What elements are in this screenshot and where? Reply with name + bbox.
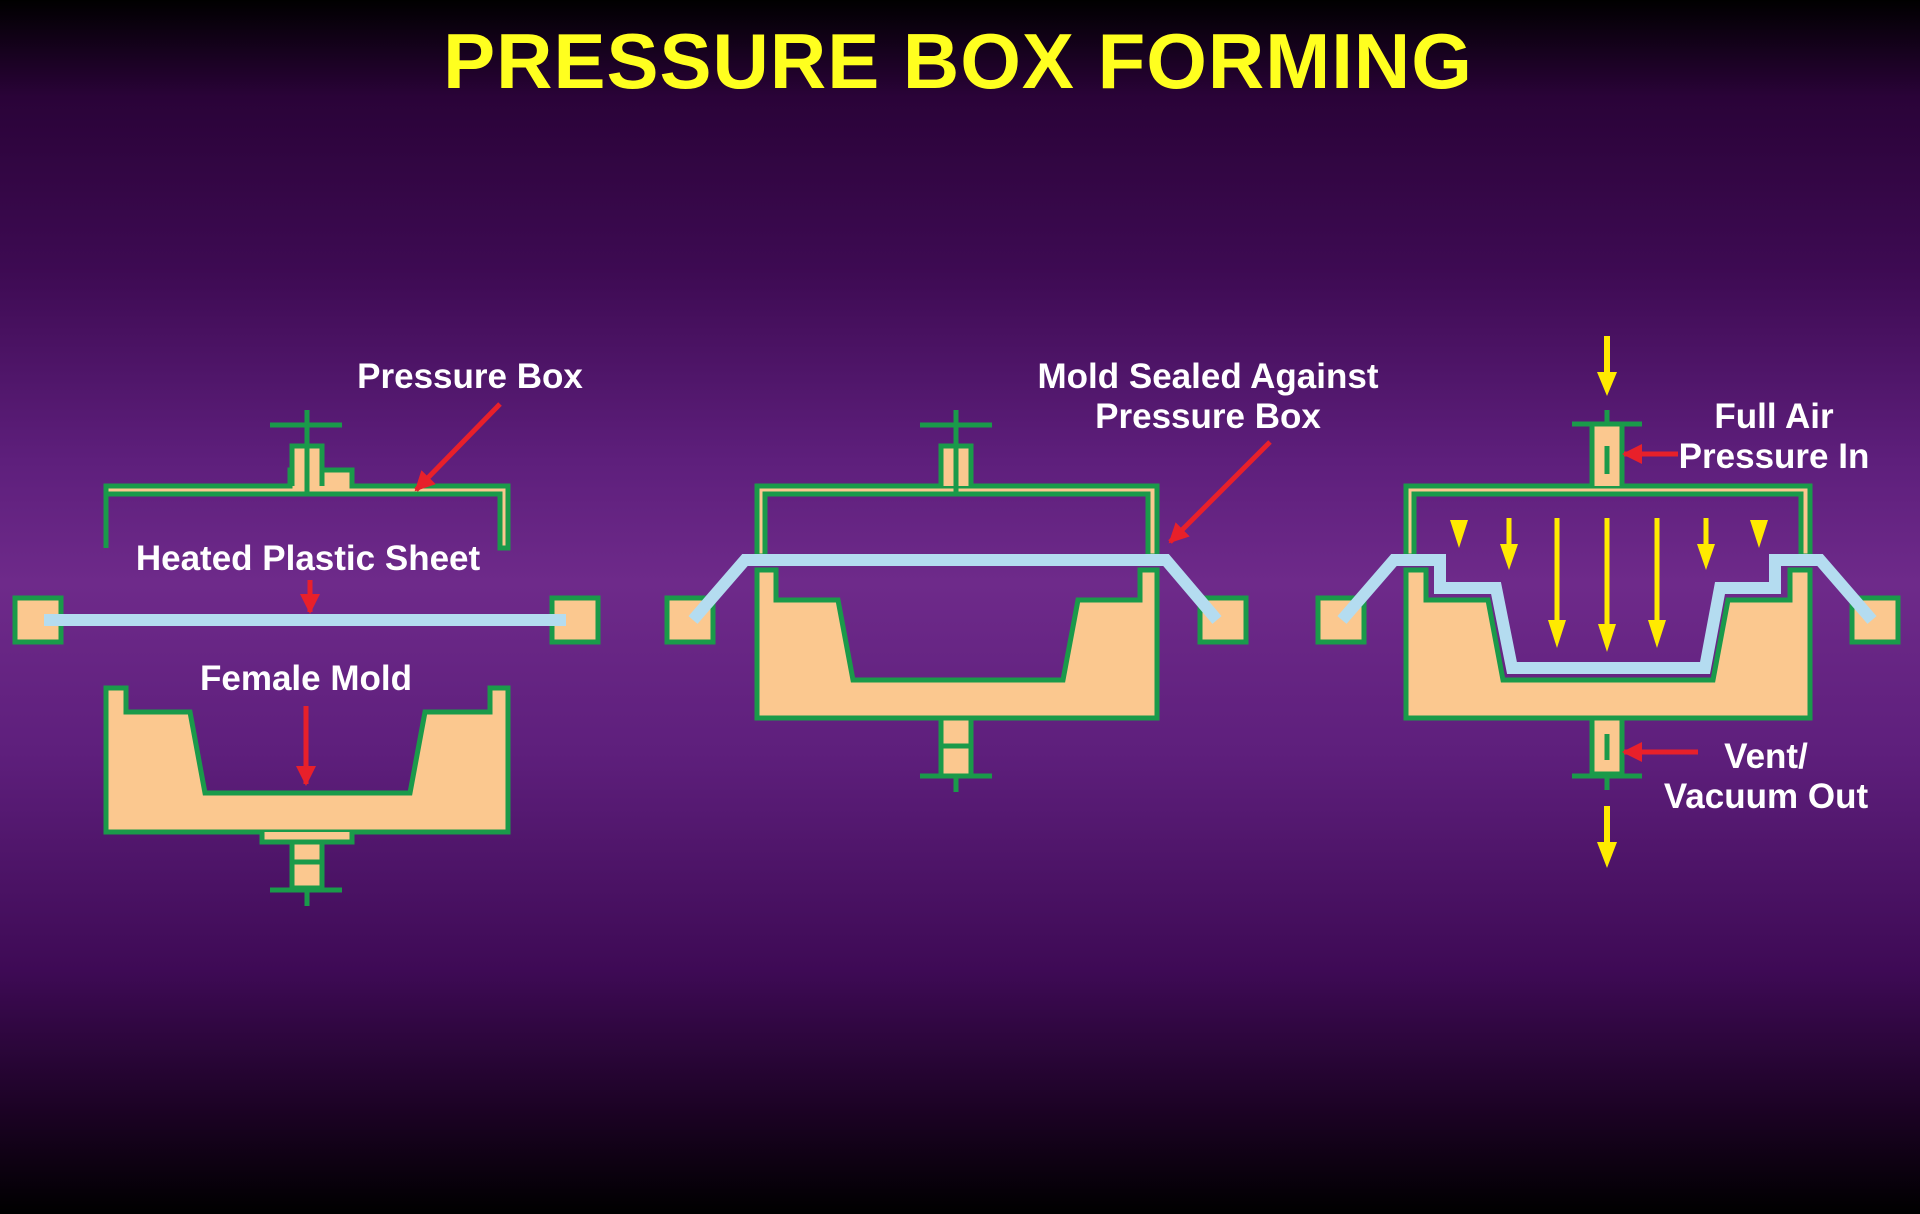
formed-plastic-sheet <box>1337 554 1877 674</box>
label-heated-plastic-sheet: Heated Plastic Sheet <box>136 539 481 578</box>
label-pressure-box: Pressure Box <box>357 357 583 396</box>
heated-plastic-sheet <box>688 554 1222 624</box>
page-title: PRESSURE BOX FORMING <box>443 17 1473 105</box>
air-pressure-arrows <box>1450 336 1768 868</box>
pointer-arrow-pressure-box <box>414 402 502 492</box>
label-vent-line2: Vacuum Out <box>1664 777 1869 816</box>
pointer-arrow-mold-sealed <box>1168 440 1272 544</box>
female-mold <box>1403 567 1813 790</box>
female-mold <box>103 685 511 906</box>
label-full-air-line2: Pressure In <box>1679 437 1870 476</box>
label-vent-line1: Vent/ <box>1724 737 1808 776</box>
label-mold-sealed-line1: Mold Sealed Against <box>1038 357 1379 396</box>
stage-2-mold-sealed: Mold Sealed Against Pressure Box <box>664 357 1379 792</box>
label-female-mold: Female Mold <box>200 659 412 698</box>
label-full-air-line1: Full Air <box>1714 397 1834 436</box>
stage-1-open-setup: Pressure Box Heated Plastic Sheet Female… <box>12 357 601 906</box>
female-mold <box>754 567 1160 792</box>
pressure-box <box>103 410 511 551</box>
label-mold-sealed-line2: Pressure Box <box>1095 397 1321 436</box>
stage-3-full-pressure: Full Air Pressure In Vent/ Vacuum Out <box>1315 336 1901 868</box>
